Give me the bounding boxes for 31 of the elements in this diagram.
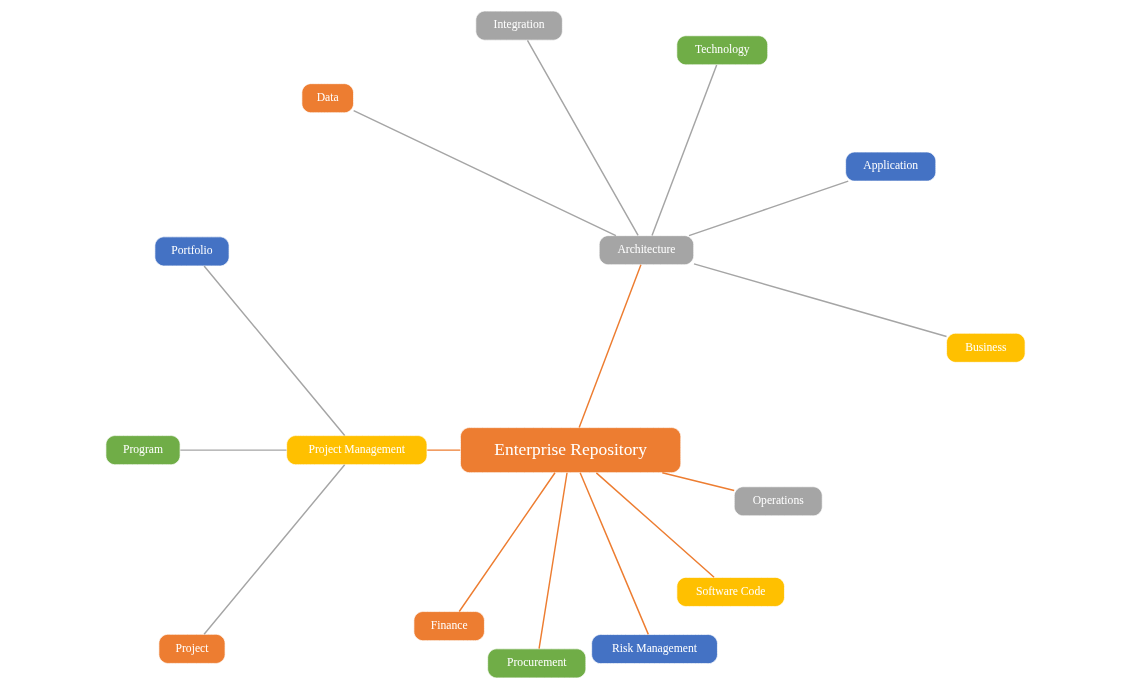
connector (693, 263, 948, 338)
node-box: Operations (733, 486, 823, 517)
node-box: Software Code (676, 577, 785, 607)
node-box: Technology (676, 35, 769, 66)
connector (179, 449, 288, 451)
node-box: Business (946, 332, 1026, 363)
connector (595, 472, 715, 578)
connector (458, 472, 556, 613)
node-box: Project (158, 633, 226, 664)
node-box: Application (845, 151, 937, 182)
node-box: Data (301, 83, 354, 114)
connector (203, 464, 346, 635)
node-box: Procurement (487, 648, 587, 679)
node-box: Integration (475, 10, 563, 41)
connector (661, 472, 735, 492)
connector (651, 64, 718, 237)
connector (203, 265, 346, 437)
node-box: Program (105, 435, 181, 466)
node-box: Enterprise Repository (460, 427, 682, 474)
connector (352, 109, 617, 237)
node-box: Project Management (286, 435, 428, 466)
node-box: Finance (413, 611, 485, 641)
node-box: Architecture (598, 235, 695, 266)
connector (579, 472, 650, 636)
node-box: Portfolio (154, 236, 230, 267)
connector (578, 264, 642, 429)
connector (526, 39, 639, 237)
connector (538, 472, 568, 650)
node-box: Risk Management (591, 634, 718, 664)
connector (426, 449, 461, 451)
connector (688, 180, 849, 237)
